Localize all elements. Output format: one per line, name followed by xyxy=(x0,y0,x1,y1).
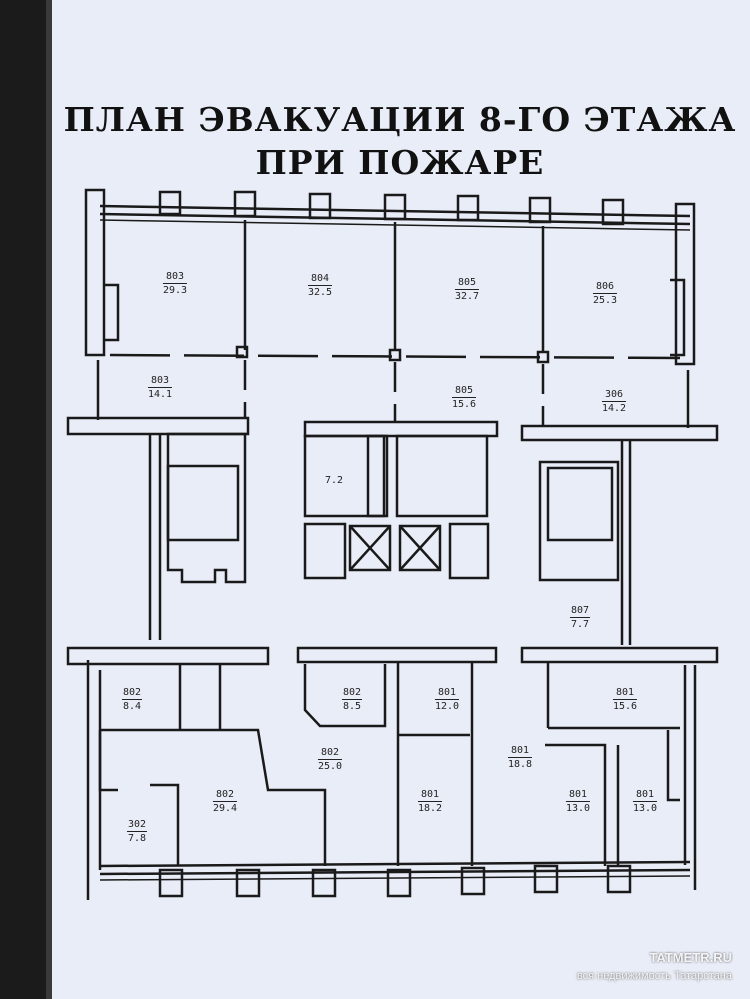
plan-title-line-2: ПРИ ПОЖАРЕ xyxy=(255,143,545,182)
watermark-brand: TATMETR.RU xyxy=(649,950,732,965)
watermark-tagline: вся недвижимость Татарстана xyxy=(576,970,732,982)
room-label: 7.2 xyxy=(324,475,344,486)
binder-edge xyxy=(0,0,46,999)
plan-title-line-1: ПЛАН ЭВАКУАЦИИ 8-ГО ЭТАЖА xyxy=(63,100,737,139)
building-walls xyxy=(66,188,719,900)
